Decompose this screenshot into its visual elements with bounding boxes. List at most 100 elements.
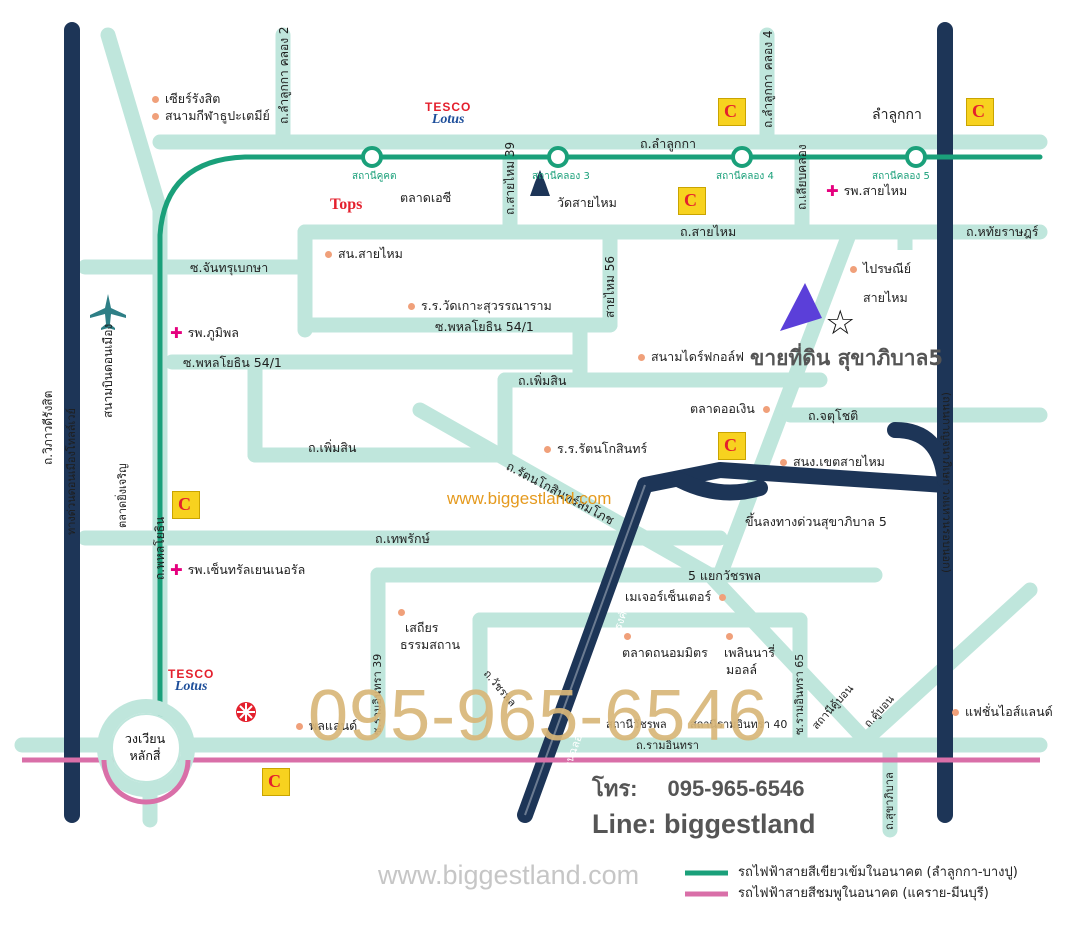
- road-label-chan-krubeksa: ซ.จันทรุเบกษา: [190, 260, 269, 275]
- place-talad-anomit-label: ตลาดถนอมมิตร: [622, 645, 708, 660]
- place-sathien-line1: เสถียร: [405, 620, 439, 635]
- road-label-sai-mai-56: สายไหม 56: [603, 255, 617, 318]
- place-sai-mai-district: สน.สายไหม: [325, 247, 403, 261]
- temple-icon: [530, 170, 550, 196]
- legend-green-line: รถไฟฟ้าสายสีเขียวเข้มในอนาคต (ลำลูกกา-บา…: [738, 865, 1018, 880]
- bigc-logo: C: [678, 187, 706, 215]
- place-major-center: เมเจอร์เซ็นเตอร์: [625, 590, 732, 604]
- sale-title: ขายที่ดิน สุขาภิบาล5: [750, 346, 944, 370]
- poi-dot-icon: [780, 459, 787, 466]
- bigc-logo: C: [172, 491, 200, 519]
- poi-dot-icon: [638, 354, 645, 361]
- roundabout-label: วงเวียนหลักสี่: [124, 731, 166, 763]
- road-label-hathai-rat: ถ.หทัยราษฎร์: [966, 224, 1039, 239]
- place-rattanakosin-school: ร.ร.รัตนโกสินทร์: [544, 442, 647, 456]
- contact-line: Line: biggestland: [592, 809, 816, 839]
- location-marker-icon: [780, 283, 822, 331]
- road-label-lam-luk-ka: ถ.ลำลูกกา: [640, 136, 697, 151]
- place-khet-sai-mai: สนง.เขตสายไหม: [780, 455, 885, 469]
- road-label-phahon-54-1-a: ซ.พหลโยธิน 54/1: [435, 319, 534, 334]
- road-label-tollway: ทางด่วนดอนเมืองโทลล์เวย์: [65, 408, 78, 535]
- road-label-sai-mai: ถ.สายไหม: [680, 224, 737, 239]
- bigc-logo: C: [718, 98, 746, 126]
- place-talad-ai: ตลาดเอซี: [400, 190, 452, 205]
- road-label-airport: สนามบินดอนเมือง: [101, 323, 115, 418]
- place-central-hospital: ✚รพ.เซ็นทรัลเยนเนอรัล: [170, 561, 306, 579]
- road-label-sai-mai-39: ถ.สายไหม 39: [503, 141, 517, 215]
- road-label-soi-ram-65: ซ.รามอินทรา 65: [793, 653, 806, 735]
- station-ram-40: สถานีรามอินทรา 40: [690, 718, 788, 731]
- road-label-thep-rak: ถ.เทพรักษ์: [375, 531, 430, 546]
- tops-logo: Tops: [330, 196, 363, 213]
- bigc-logo: C: [966, 98, 994, 126]
- poi-dot-icon: [398, 609, 405, 616]
- bigc-logo: C: [718, 432, 746, 460]
- poi-dot-icon: [325, 251, 332, 258]
- poi-dot-icon: [296, 723, 303, 730]
- road-label-lam-luk-ka-right: ลำลูกกา: [872, 107, 922, 123]
- website-watermark-mid: www.biggestland.com: [447, 489, 612, 508]
- place-post-office-line2: สายไหม: [863, 290, 908, 305]
- road-label-expressway-exit: ขึ้นลงทางด่วนสุขาภิบาล 5: [745, 514, 887, 529]
- poi-dot-icon: [152, 113, 159, 120]
- poi-dot-icon: [726, 633, 733, 640]
- station-khlong-4: สถานีคลอง 4: [716, 171, 774, 182]
- poi-dot-icon: [952, 709, 959, 716]
- poi-dot-icon: [152, 96, 159, 103]
- hospital-icon: ✚: [170, 324, 183, 342]
- place-plearnary-line1: เพลินนารี่: [724, 645, 775, 660]
- place-sai-mai-hospital: ✚รพ.สายไหม: [826, 182, 908, 200]
- contact-phone: โทร:095-965-6546: [592, 776, 805, 801]
- place-plearnary: [726, 630, 739, 643]
- road-label-khlong-4: ถ.ลำลูกกา คลอง 4: [761, 30, 775, 128]
- road-label-phoem-sin-a: ถ.เพิ่มสิน: [518, 373, 567, 388]
- place-fashion-island: แฟชั่นไอส์แลนด์: [952, 705, 1053, 719]
- place-wat-sai-mai: วัดสายไหม: [557, 195, 617, 210]
- place-sathien: [398, 606, 411, 619]
- poi-dot-icon: [544, 446, 551, 453]
- road-label-liap-khlong: ถ.เลียบคลอง: [795, 144, 809, 210]
- road-label-phahon-yothin: ถ.พหลโยธิน: [153, 516, 167, 580]
- place-talad-anomit: [624, 630, 637, 643]
- station-khlong-3: สถานีคลอง 3: [532, 171, 590, 182]
- place-wat-ko-school: ร.ร.วัดเกาะสุวรรณาราม: [408, 299, 552, 313]
- station-vatcharaphon: สถานีวัชรพล: [606, 718, 667, 731]
- place-sathien-line2: ธรรมสถาน: [400, 637, 461, 652]
- road-label-khlong-2: ถ.ลำลูกกา คลอง 2: [277, 26, 291, 124]
- airplane-icon: [90, 294, 126, 330]
- road-label-chatu-chot: ถ.จตุโชติ: [808, 408, 859, 423]
- road-label-phahon-54-1-b: ซ.พหลโยธิน 54/1: [183, 355, 282, 370]
- website-watermark-bottom: www.biggestland.com: [378, 860, 640, 890]
- poi-dot-icon: [762, 406, 770, 413]
- place-zeer-rangsit: เซียร์รังสิต: [152, 92, 220, 106]
- place-talad-or-ngoen: ตลาดออเงิน: [690, 402, 776, 416]
- phone-watermark: 095-965-6546: [308, 676, 769, 756]
- place-post-office: ไปรษณีย์: [850, 262, 911, 276]
- poi-dot-icon: [624, 633, 631, 640]
- place-talad-yingcharoen: ตลาดยิ่งเจริญ: [116, 463, 129, 528]
- road-label-5-yaek: 5 แยกวัชรพล: [688, 568, 761, 583]
- road-label-outer-ring: (ถนนกาญจนาภิเษก วงแหวนรอบนอก): [940, 392, 953, 573]
- place-thupatemi: สนามกีฬาธูปะเตมีย์: [152, 109, 270, 123]
- road-label-phoem-sin-b: ถ.เพิ่มสิน: [308, 440, 357, 455]
- poi-dot-icon: [408, 303, 415, 310]
- road-label-ram-inthra: ถ.รามอินทรา: [636, 739, 699, 752]
- central-logo-icon: [236, 702, 256, 722]
- hospital-icon: ✚: [170, 561, 183, 579]
- place-golf: สนามไดร์ฟกอล์ฟ: [638, 350, 744, 364]
- place-bhumibol-hospital: ✚รพ.ภูมิพล: [170, 324, 239, 342]
- road-label-vibhavadi: ถ.วิภาวดีรังสิต: [41, 390, 55, 465]
- legend-pink-line: รถไฟฟ้าสายสีชมพูในอนาคต (แคราย-มีนบุรี): [738, 886, 989, 901]
- place-plearnary-line2: มอลล์: [726, 662, 758, 677]
- star-icon: ☆: [825, 303, 856, 343]
- poi-dot-icon: [719, 594, 727, 601]
- road-label-sukhaphiban-lower: ถ.สุขาภิบาล: [883, 772, 896, 830]
- bigc-logo: C: [262, 768, 290, 796]
- poi-dot-icon: [850, 266, 857, 273]
- station-khlong-5: สถานีคลอง 5: [872, 171, 930, 182]
- hospital-icon: ✚: [826, 182, 839, 200]
